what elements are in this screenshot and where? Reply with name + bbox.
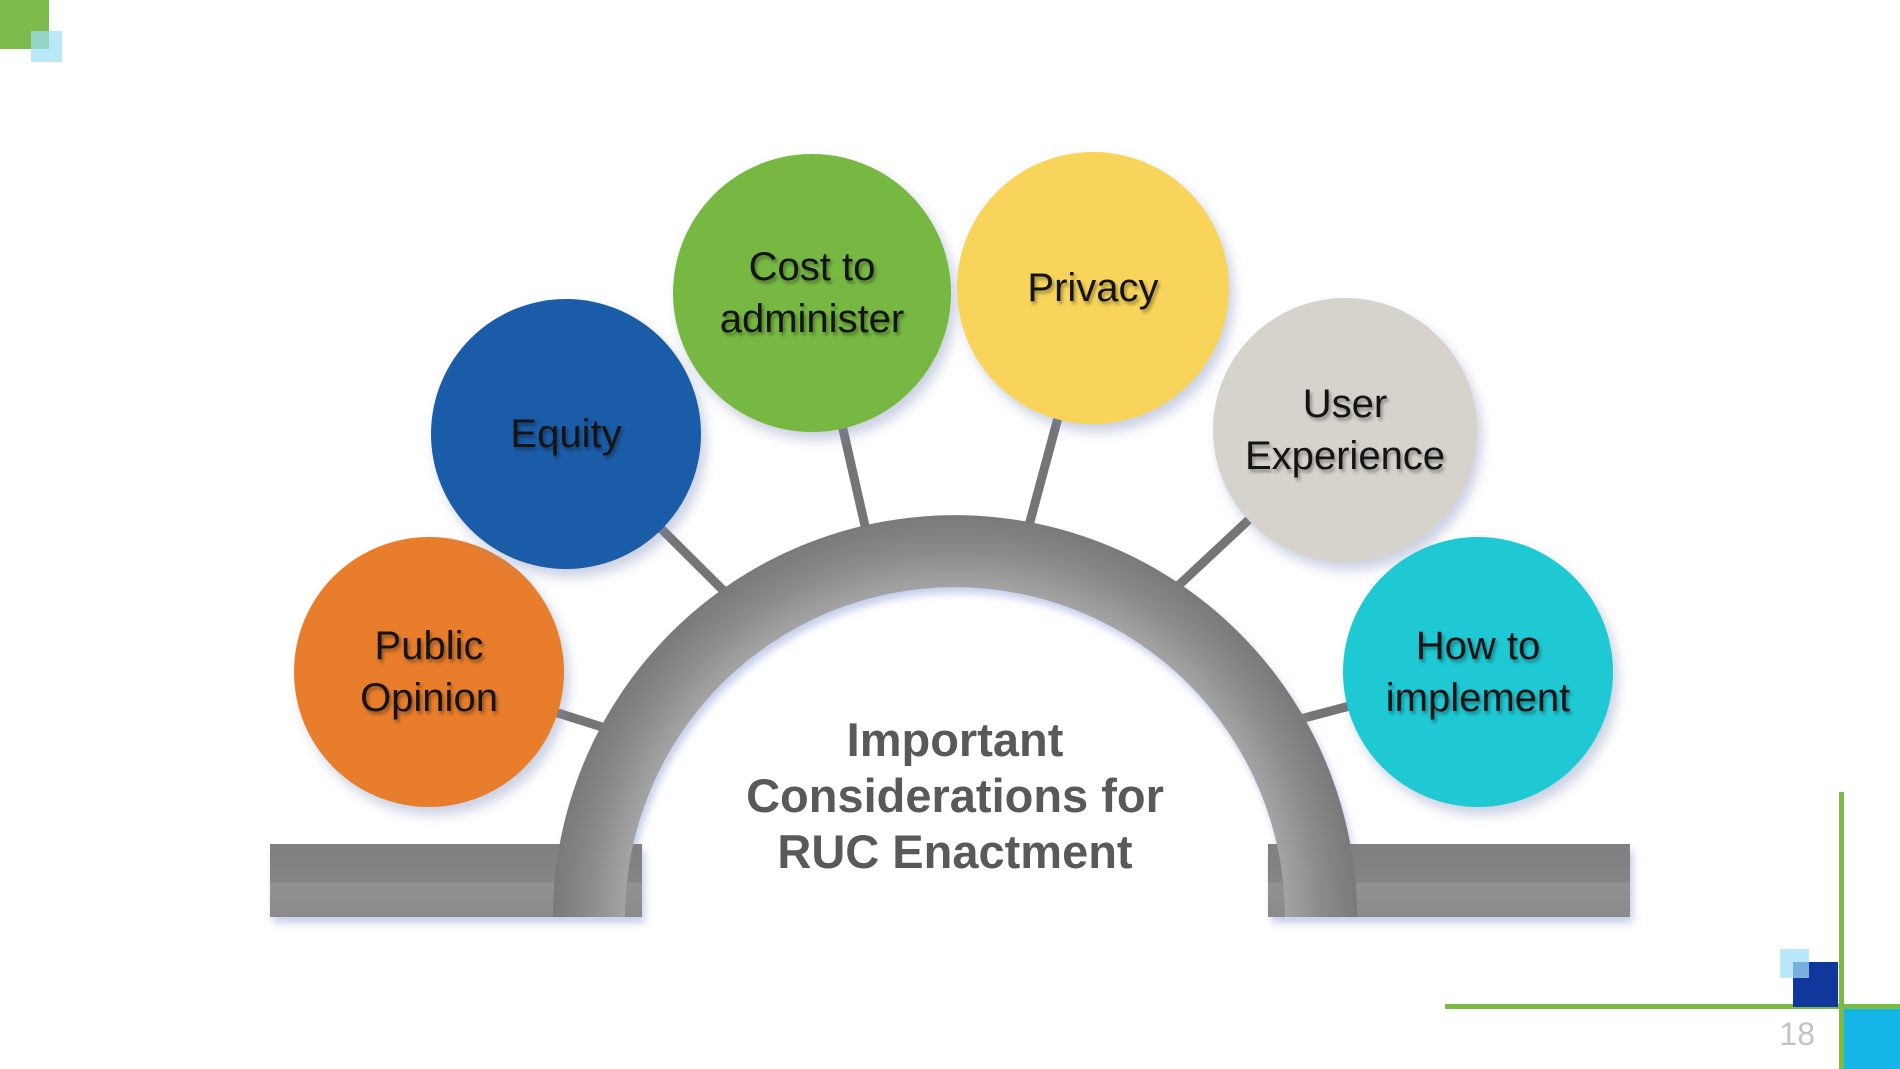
circle-how-to-implement: How to implement: [1343, 537, 1613, 807]
circle-user-experience: User Experience: [1213, 298, 1477, 562]
vertical-green-rule: [1839, 792, 1844, 1069]
circle-how-line1: How to: [1415, 624, 1541, 668]
circle-ux-line2: Experience: [1244, 434, 1446, 478]
circle-cost-to-administer: Cost to administer: [673, 154, 951, 432]
circle-public-opinion-line1: Public: [374, 624, 484, 668]
circle-public-opinion-line2: Opinion: [360, 676, 498, 720]
center-title-line2: Considerations for: [746, 769, 1164, 822]
center-title-line3: RUC Enactment: [777, 825, 1133, 878]
arch-ring: [553, 515, 1357, 917]
circle-privacy: Privacy: [957, 152, 1229, 424]
circle-equity-line1: Equity: [510, 412, 622, 456]
bottom-right-cyan-square: [1844, 1009, 1900, 1069]
diagram-center-title: Important Considerations for RUC Enactme…: [630, 712, 1280, 880]
circle-ux-line1: User: [1302, 382, 1388, 426]
circle-cost-line1: Cost to: [748, 245, 876, 289]
circle-how-line2: implement: [1385, 676, 1571, 720]
page-number: 18: [1779, 1016, 1815, 1052]
top-left-light-blue-square: [31, 31, 62, 62]
horizontal-green-rule: [1445, 1004, 1900, 1009]
circle-equity: Equity: [431, 299, 701, 569]
circle-cost-line2: administer: [719, 297, 905, 341]
circle-public-opinion: Public Opinion: [294, 537, 564, 807]
arch-shape: [270, 515, 1630, 917]
circle-privacy-line1: Privacy: [1027, 266, 1159, 310]
center-title-line1: Important: [846, 713, 1064, 766]
bottom-right-light-blue-square: [1780, 949, 1809, 978]
